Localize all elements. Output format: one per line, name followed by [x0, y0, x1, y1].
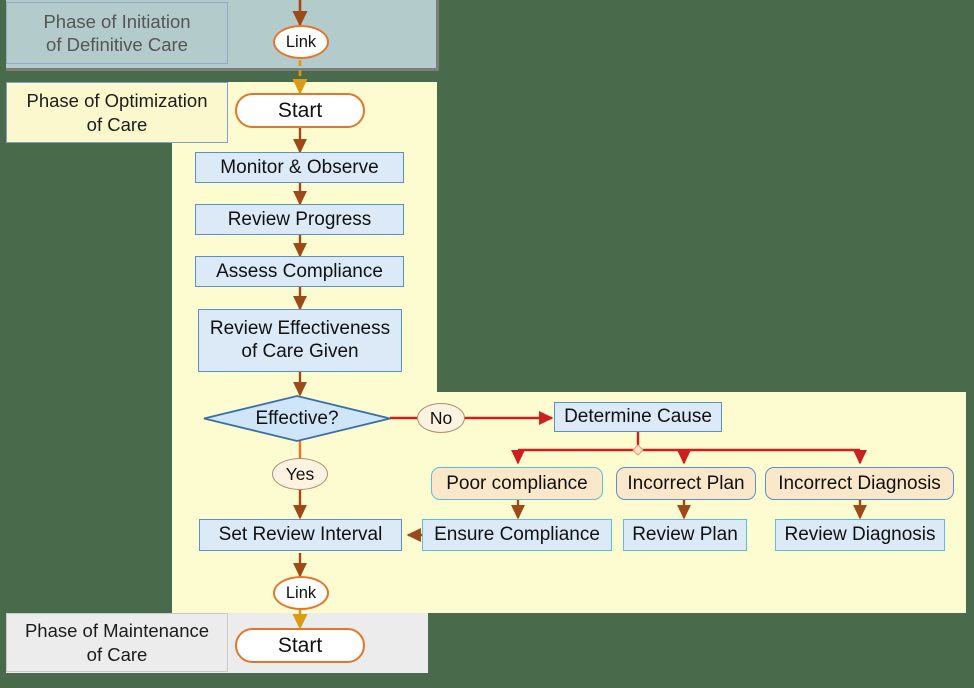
process-ensure-compliance[interactable]: Ensure Compliance: [422, 519, 612, 551]
phase-label-initiation-line1: Phase of Initiation: [43, 10, 191, 32]
phase-label-maintenance: Phase of Maintenance of Care: [6, 613, 228, 672]
process-review-plan[interactable]: Review Plan: [623, 519, 747, 551]
process-monitor-observe[interactable]: Monitor & Observe: [195, 152, 404, 183]
phase-label-maintenance-line1: Phase of Maintenance: [24, 620, 210, 642]
phase-label-maintenance-line2: of Care: [86, 643, 148, 665]
cause-incorrect-plan[interactable]: Incorrect Plan: [616, 467, 756, 500]
terminator-start-top[interactable]: Start: [235, 93, 365, 128]
process-review-effectiveness-line2: of Care Given: [241, 340, 359, 362]
process-review-diagnosis[interactable]: Review Diagnosis: [775, 519, 945, 551]
connector-link-bottom[interactable]: Link: [273, 576, 329, 610]
process-set-review-interval[interactable]: Set Review Interval: [199, 519, 402, 551]
cause-poor-compliance[interactable]: Poor compliance: [431, 467, 603, 500]
branch-label-yes: Yes: [272, 458, 328, 490]
connector-link-top[interactable]: Link: [273, 25, 329, 59]
cause-incorrect-diagnosis[interactable]: Incorrect Diagnosis: [765, 467, 954, 500]
branch-label-no: No: [417, 403, 465, 433]
phase-label-initiation-line2: of Definitive Care: [46, 34, 188, 55]
decision-effective[interactable]: Effective?: [203, 395, 391, 442]
terminator-start-bottom[interactable]: Start: [235, 628, 365, 663]
process-assess-compliance[interactable]: Assess Compliance: [195, 256, 404, 287]
decision-effective-label: Effective?: [255, 407, 339, 429]
phase-label-initiation: Phase of Initiation of Definitive Care: [6, 2, 228, 64]
process-review-effectiveness[interactable]: Review Effectiveness of Care Given: [198, 309, 402, 372]
process-review-progress[interactable]: Review Progress: [195, 204, 404, 235]
phase-label-optimization-line2: of Care: [86, 113, 148, 135]
phase-label-optimization-line1: Phase of Optimization: [26, 90, 208, 112]
phase-label-optimization: Phase of Optimization of Care: [6, 82, 228, 143]
process-review-effectiveness-line1: Review Effectiveness: [209, 317, 391, 339]
process-determine-cause[interactable]: Determine Cause: [554, 402, 722, 432]
